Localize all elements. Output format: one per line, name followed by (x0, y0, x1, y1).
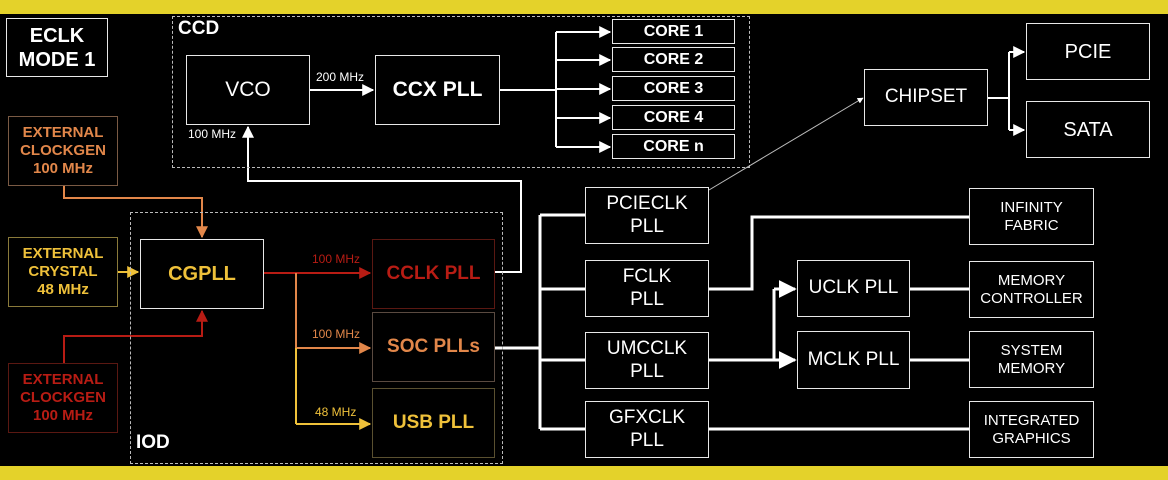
gfxclk-pll-box: GFXCLK PLL (585, 401, 709, 458)
mode-label: ECLK MODE 1 (6, 18, 108, 77)
freq-label-soc: 100 MHz (312, 327, 361, 341)
core-1-box: CORE 1 (612, 19, 735, 44)
chipset-box: CHIPSET (864, 69, 988, 126)
iod-region-label: IOD (136, 432, 170, 453)
mclk-pll-box: MCLK PLL (797, 331, 910, 389)
integrated-graphics-box: INTEGRATED GRAPHICS (969, 401, 1094, 458)
infinity-fabric-box: INFINITY FABRIC (969, 188, 1094, 245)
pcie-box: PCIE (1026, 23, 1150, 80)
system-memory-box: SYSTEM MEMORY (969, 331, 1094, 388)
wire-clockgen-bottom-to-cgpll (63, 309, 208, 363)
ccd-region-label: CCD (178, 18, 220, 39)
iod-region (130, 212, 503, 464)
core-2-box: CORE 2 (612, 47, 735, 72)
uclk-pll-box: UCLK PLL (797, 260, 910, 317)
freq-label-200mhz: 200 MHz (316, 70, 365, 84)
external-crystal-box: EXTERNAL CRYSTAL 48 MHz (8, 237, 118, 307)
freq-label-vco-100mhz: 100 MHz (188, 127, 237, 141)
sata-box: SATA (1026, 101, 1150, 158)
ccx-pll-box: CCX PLL (375, 55, 500, 125)
memory-controller-box: MEMORY CONTROLLER (969, 261, 1094, 318)
umcclk-pll-box: UMCCLK PLL (585, 332, 709, 389)
bottom-yellow-band (0, 466, 1168, 480)
wire-pcieclk-to-chipset (708, 97, 864, 191)
core-n-box: CORE n (612, 134, 735, 159)
freq-label-cclk: 100 MHz (312, 252, 361, 266)
wire-clockgen-top-to-cgpll (63, 186, 208, 239)
soc-plls-box: SOC PLLs (372, 312, 495, 382)
fclk-pll-box: FCLK PLL (585, 260, 709, 317)
cgpll-box: CGPLL (140, 239, 264, 309)
external-clockgen-top-box: EXTERNAL CLOCKGEN 100 MHz (8, 116, 118, 186)
wire-cclk-to-vco (242, 125, 522, 273)
wire-fclk-to-fabric (709, 215, 969, 291)
freq-label-usb: 48 MHz (315, 405, 357, 419)
top-yellow-band (0, 0, 1168, 14)
ccd-region (172, 16, 750, 168)
core-4-box: CORE 4 (612, 105, 735, 130)
external-clockgen-bottom-box: EXTERNAL CLOCKGEN 100 MHz (8, 363, 118, 433)
pcieclk-pll-box: PCIECLK PLL (585, 187, 709, 244)
core-3-box: CORE 3 (612, 76, 735, 101)
vco-box: VCO (186, 55, 310, 125)
usb-pll-box: USB PLL (372, 388, 495, 458)
cclk-pll-box: CCLK PLL (372, 239, 495, 309)
